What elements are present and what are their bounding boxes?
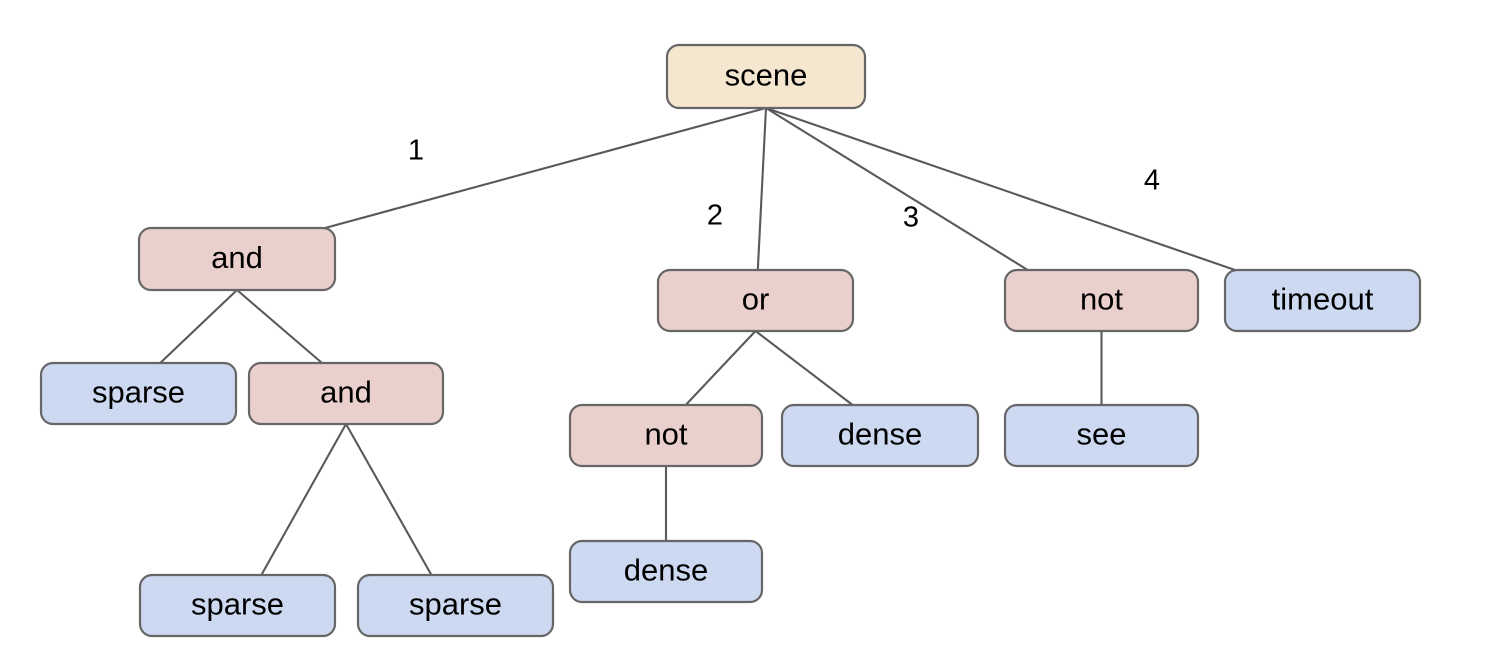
tree-edge-or1-to-dense1 <box>754 329 854 407</box>
node-box-dense2 <box>568 539 764 604</box>
tree-edge-scene-to-timeout <box>764 106 1237 272</box>
tree-node-sparse1[interactable]: sparse <box>39 361 238 426</box>
node-box-timeout <box>1223 268 1422 333</box>
tree-node-sparse2[interactable]: sparse <box>138 573 337 638</box>
tree-edge-and2-to-sparse2 <box>260 422 348 577</box>
tree-edge-scene-to-and1 <box>323 106 768 230</box>
node-label-sparse1: sparse <box>92 375 185 410</box>
tree-node-see[interactable]: see <box>1003 403 1200 468</box>
edge-label-1: 1 <box>408 135 424 167</box>
node-box-or1 <box>656 268 855 333</box>
edge-label-4: 4 <box>1144 165 1160 197</box>
node-box-sparse1 <box>39 361 238 426</box>
node-label-scene: scene <box>725 58 808 93</box>
tree-edge-scene-to-not2 <box>764 106 1029 272</box>
tree-node-sparse3[interactable]: sparse <box>356 573 555 638</box>
tree-edge-and2-to-sparse3 <box>344 422 433 577</box>
tree-node-dense2[interactable]: dense <box>568 539 764 604</box>
tree-node-scene[interactable]: scene <box>665 43 867 110</box>
tree-node-not1[interactable]: not <box>568 403 764 468</box>
node-label-sparse2: sparse <box>191 587 284 622</box>
node-box-see <box>1003 403 1200 468</box>
node-box-sparse3 <box>356 573 555 638</box>
node-label-dense2: dense <box>624 553 708 588</box>
node-label-dense1: dense <box>838 417 922 452</box>
node-box-sparse2 <box>138 573 337 638</box>
node-label-see: see <box>1077 417 1127 452</box>
node-box-not1 <box>568 403 764 468</box>
node-label-or1: or <box>742 282 770 317</box>
tree-edge-and1-to-and2 <box>235 288 324 365</box>
node-label-not2: not <box>1080 282 1123 317</box>
node-label-sparse3: sparse <box>409 587 502 622</box>
tree-node-and2[interactable]: and <box>247 361 445 426</box>
tree-node-timeout[interactable]: timeout <box>1223 268 1422 333</box>
tree-edge-or1-to-not1 <box>684 329 757 407</box>
node-label-not1: not <box>644 417 687 452</box>
node-box-and2 <box>247 361 445 426</box>
node-label-and1: and <box>211 240 263 275</box>
tree-edge-scene-to-or1 <box>756 106 768 272</box>
tree-node-and1[interactable]: and <box>137 226 337 292</box>
edge-label-2: 2 <box>707 200 723 232</box>
tree-edge-and1-to-sparse1 <box>159 288 239 365</box>
tree-node-not2[interactable]: not <box>1003 268 1200 333</box>
node-label-timeout: timeout <box>1272 282 1374 317</box>
edges-layer <box>159 106 1237 577</box>
node-box-dense1 <box>780 403 980 468</box>
node-box-not2 <box>1003 268 1200 333</box>
tree-node-or1[interactable]: or <box>656 268 855 333</box>
node-box-scene <box>665 43 867 110</box>
node-box-and1 <box>137 226 337 292</box>
node-label-and2: and <box>320 375 372 410</box>
edge-labels-layer: 1 2 3 4 <box>408 135 1160 234</box>
edge-label-3: 3 <box>903 202 919 234</box>
tree-node-dense1[interactable]: dense <box>780 403 980 468</box>
nodes-layer: scene and sparse and sparse sparse or not dense d… <box>39 43 1422 638</box>
